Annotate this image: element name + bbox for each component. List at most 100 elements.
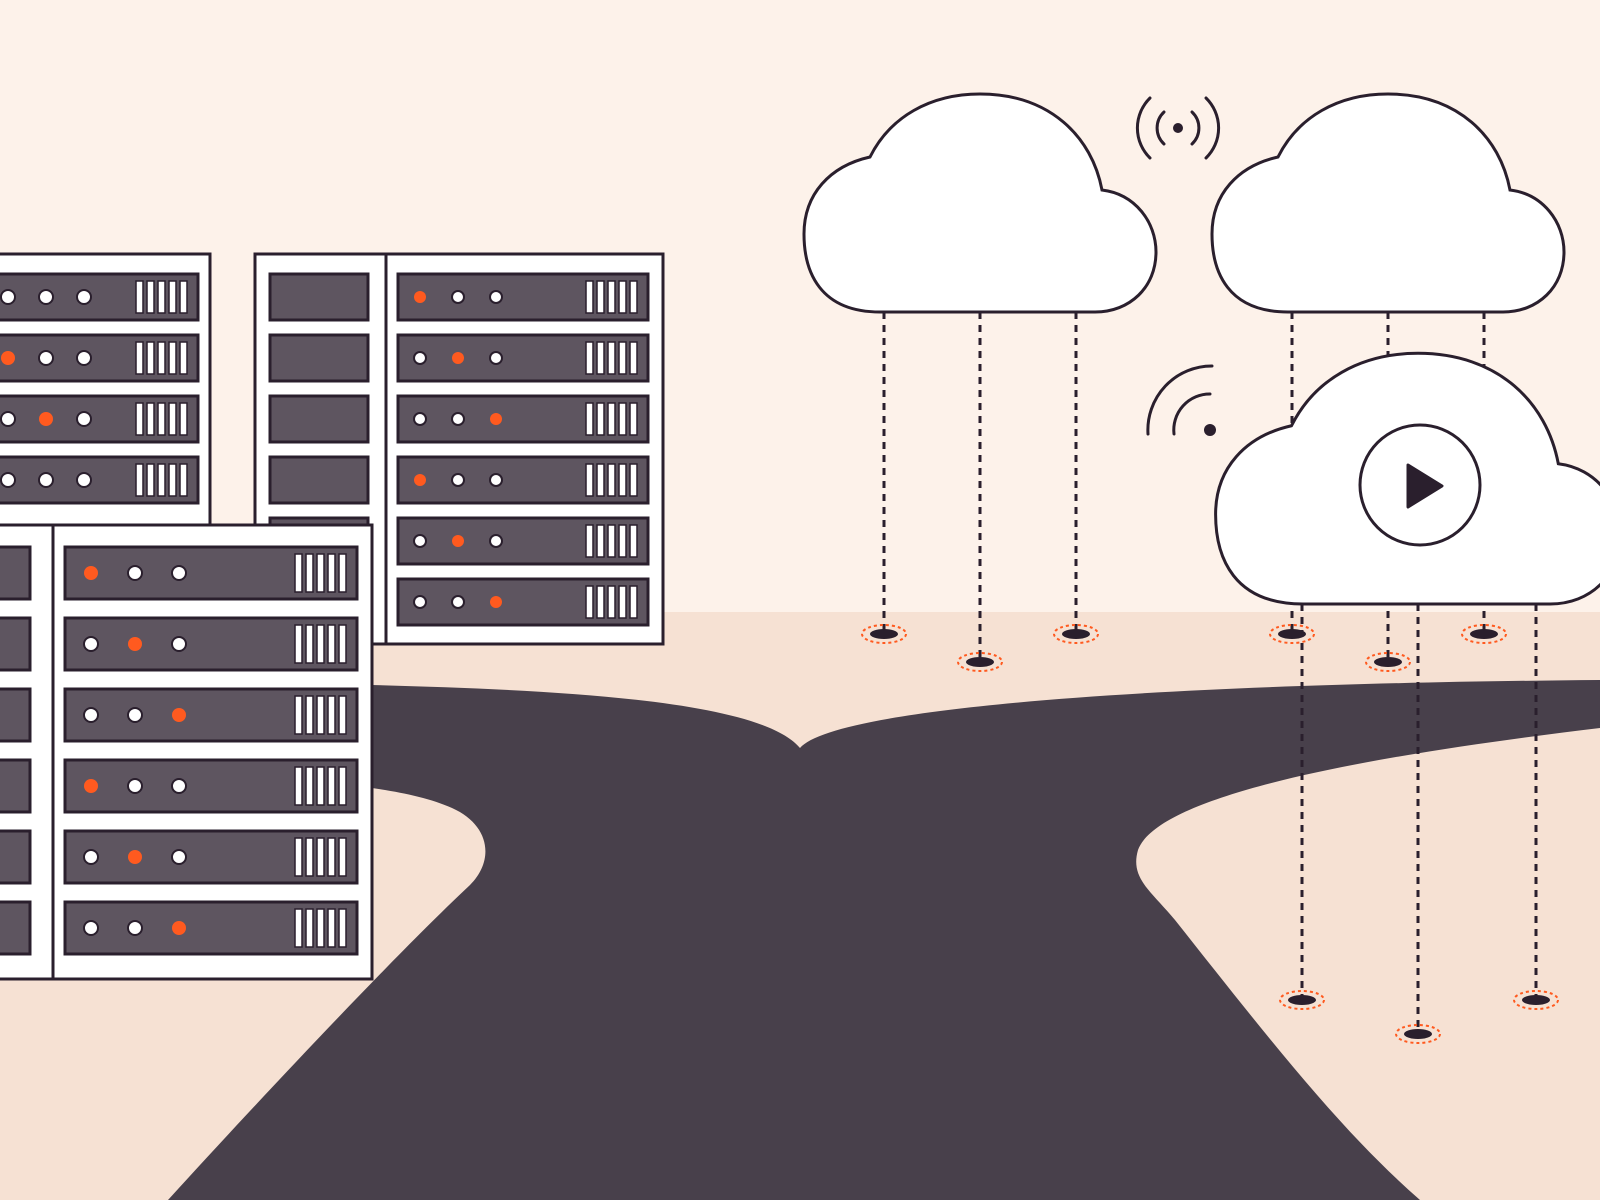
vent-slot xyxy=(157,402,166,436)
status-led xyxy=(451,473,465,487)
vent-slot xyxy=(179,402,188,436)
vent-slot xyxy=(294,624,303,664)
vent-slot xyxy=(618,402,627,436)
status-led xyxy=(83,920,99,936)
status-led xyxy=(76,411,92,427)
vent-slot xyxy=(338,766,347,806)
status-led xyxy=(171,849,187,865)
status-led xyxy=(490,596,502,608)
anchor-peg xyxy=(870,629,898,639)
server-unit xyxy=(396,577,650,627)
cloud-shape xyxy=(1210,92,1566,314)
vent-slot xyxy=(179,463,188,497)
vent-slot xyxy=(168,463,177,497)
vent-slot xyxy=(157,463,166,497)
status-led xyxy=(127,565,143,581)
vent-slot xyxy=(305,553,314,593)
vent-slot xyxy=(179,280,188,314)
anchor-peg xyxy=(966,657,994,667)
cloud-tether xyxy=(1513,604,1559,1010)
status-led xyxy=(39,412,53,426)
status-led xyxy=(83,849,99,865)
anchor-peg xyxy=(1374,657,1402,667)
server-unit xyxy=(63,758,359,814)
vent-slot xyxy=(338,695,347,735)
vent-slot xyxy=(618,280,627,314)
anchor-ring xyxy=(957,652,1003,672)
server-unit xyxy=(0,394,200,444)
status-led xyxy=(413,595,427,609)
server-rack-back-left xyxy=(0,252,212,562)
anchor-ring xyxy=(1513,990,1559,1010)
cloud-tether xyxy=(957,312,1003,672)
server-rack-front xyxy=(0,523,374,981)
status-led xyxy=(127,707,143,723)
cloud-shape xyxy=(802,92,1158,314)
anchor-peg xyxy=(1522,995,1550,1005)
server-unit xyxy=(396,272,650,322)
play-icon xyxy=(1358,423,1482,547)
vent-slot xyxy=(146,463,155,497)
vent-slot xyxy=(135,280,144,314)
vent-slot xyxy=(294,766,303,806)
server-unit xyxy=(396,516,650,566)
road xyxy=(168,680,1600,1200)
blank-bay xyxy=(268,333,370,383)
blank-bay xyxy=(0,545,32,601)
server-unit xyxy=(63,687,359,743)
vent-slot xyxy=(168,280,177,314)
anchor-ring xyxy=(1269,624,1315,644)
vent-slot xyxy=(146,402,155,436)
server-unit xyxy=(63,900,359,956)
blank-bay xyxy=(0,758,32,814)
vent-slot xyxy=(629,402,638,436)
vent-slot xyxy=(305,908,314,948)
vent-slot xyxy=(305,766,314,806)
status-led xyxy=(451,595,465,609)
vent-slot xyxy=(629,463,638,497)
cloud-tether xyxy=(1053,312,1099,644)
cloud-left xyxy=(802,92,1158,672)
vent-slot xyxy=(607,341,616,375)
anchor-ring xyxy=(1279,990,1325,1010)
vent-slot xyxy=(607,402,616,436)
anchor-ring xyxy=(1053,624,1099,644)
vent-slot xyxy=(316,908,325,948)
vent-slot xyxy=(316,695,325,735)
anchor-ring xyxy=(1365,652,1411,672)
vent-slot xyxy=(327,908,336,948)
server-unit xyxy=(63,616,359,672)
status-led xyxy=(76,472,92,488)
vent-slot xyxy=(618,585,627,619)
anchor-ring xyxy=(861,624,907,644)
anchor-peg xyxy=(1404,1029,1432,1039)
status-led xyxy=(128,850,142,864)
status-led xyxy=(452,535,464,547)
anchor-peg xyxy=(1062,629,1090,639)
status-led xyxy=(489,351,503,365)
vent-slot xyxy=(585,341,594,375)
anchor-peg xyxy=(1470,629,1498,639)
status-led xyxy=(171,565,187,581)
vent-slot xyxy=(618,341,627,375)
vent-slot xyxy=(135,341,144,375)
vent-slot xyxy=(316,837,325,877)
vent-slot xyxy=(338,837,347,877)
status-led xyxy=(489,534,503,548)
status-led xyxy=(84,779,98,793)
status-led xyxy=(489,473,503,487)
anchor-ring xyxy=(1461,624,1507,644)
blank-bay xyxy=(0,616,32,672)
vent-slot xyxy=(629,341,638,375)
status-led xyxy=(127,778,143,794)
vent-slot xyxy=(618,524,627,558)
vent-slot xyxy=(294,695,303,735)
server-unit xyxy=(0,333,200,383)
vent-slot xyxy=(585,463,594,497)
server-unit-body xyxy=(396,577,650,627)
status-led xyxy=(413,412,427,426)
vent-slot xyxy=(629,280,638,314)
server-unit xyxy=(396,455,650,505)
vent-slot xyxy=(294,837,303,877)
server-unit xyxy=(0,455,200,505)
